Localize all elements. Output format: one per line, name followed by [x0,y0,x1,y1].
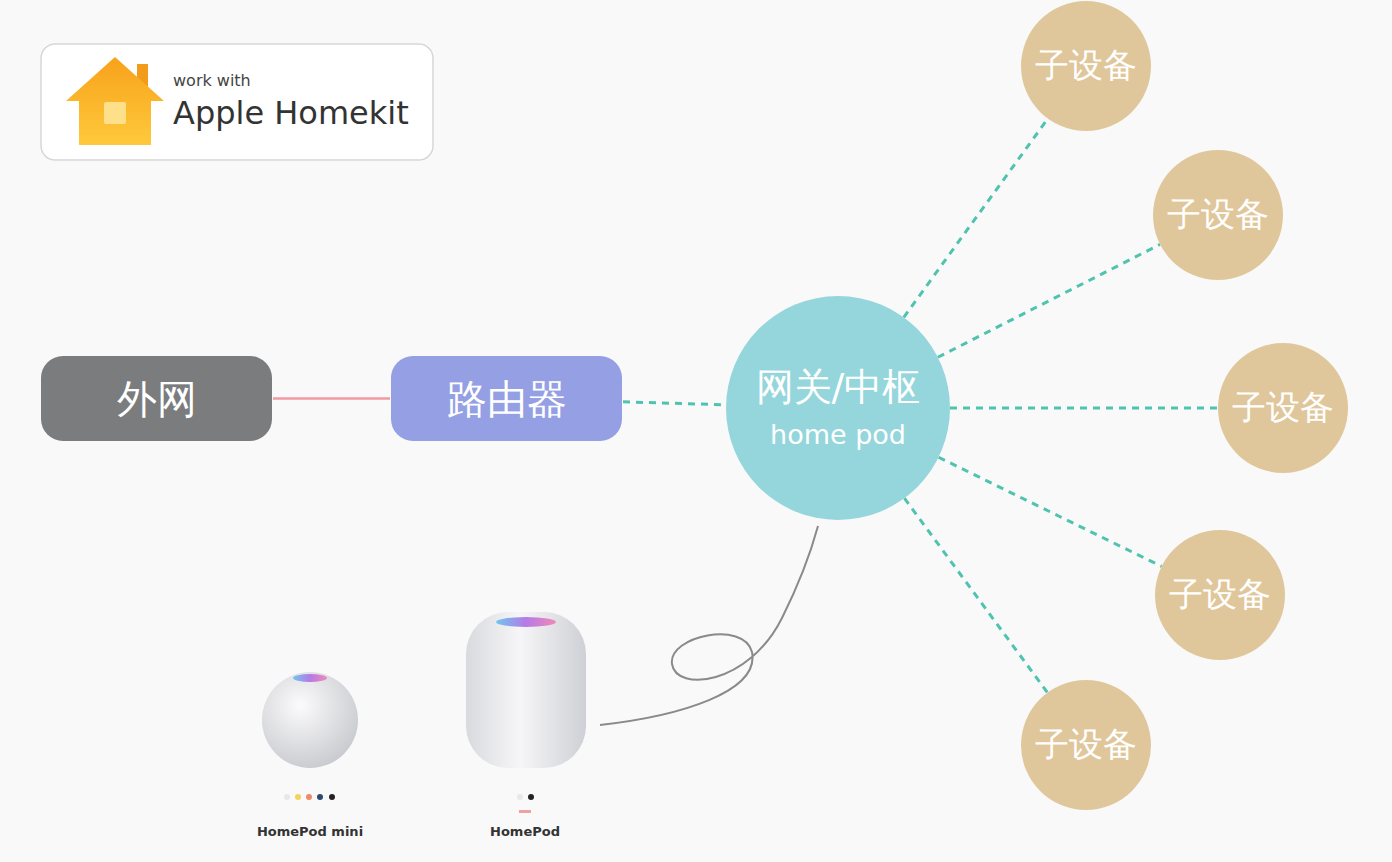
node-title: 网关/中枢 [756,366,921,410]
badge: work withApple Homekit [40,43,434,161]
homepod-image [466,612,586,813]
device-circle: 子设备 [1021,1,1151,131]
box-fill [391,356,622,441]
product-label: HomePod mini [257,824,363,839]
device-circle: 子设备 [1021,680,1151,810]
node-title: 子设备 [1167,195,1269,234]
homepod-mini-image [262,672,358,800]
node-title: 子设备 [1232,388,1334,427]
color-dot [528,794,534,800]
hub-circle: 网关/中枢 home pod [726,296,950,520]
node-title: 外网 [117,376,197,422]
connector [904,119,1048,318]
connector [938,244,1160,357]
device-circle: 子设备 [1218,343,1348,473]
color-dot [295,794,301,800]
color-dot [284,794,290,800]
device-circle: 子设备 [1153,150,1283,280]
router-box: 路由器 [390,355,623,442]
node-subtitle: home pod [770,419,906,450]
connector [623,402,726,405]
box-fill [41,356,272,441]
circle-fill [1021,680,1151,810]
node-title: 子设备 [1035,46,1137,85]
house [66,57,164,145]
badge-ground [40,43,434,161]
connector [939,457,1162,566]
circle-fill [1021,1,1151,131]
color-mark [519,810,531,813]
box-fill [41,44,433,160]
circle-fill [1155,530,1285,660]
home-icon [66,57,164,145]
connector [950,407,1218,410]
homepod-mini-top [293,674,327,682]
circle-fill [1153,150,1283,280]
node-title: 子设备 [1169,575,1271,614]
device-circle: 子设备 [1155,530,1285,660]
homepod-top [496,617,556,627]
node-title: 路由器 [447,376,567,422]
color-dot [517,794,523,800]
connector [273,397,390,400]
node-title: 子设备 [1035,725,1137,764]
circle-fill [1218,343,1348,473]
window [104,102,126,124]
node-subtitle: Apple Homekit [173,95,409,132]
connector [904,498,1047,692]
homepod-body [466,612,586,768]
node-title: work with [173,72,251,90]
color-dot [329,794,335,800]
circle-fill [726,296,950,520]
color-dot [306,794,312,800]
color-dot [317,794,323,800]
product-label: HomePod [490,824,560,839]
cable [600,526,818,725]
internet-box: 外网 [40,355,273,442]
homepod-mini-body [262,672,358,768]
